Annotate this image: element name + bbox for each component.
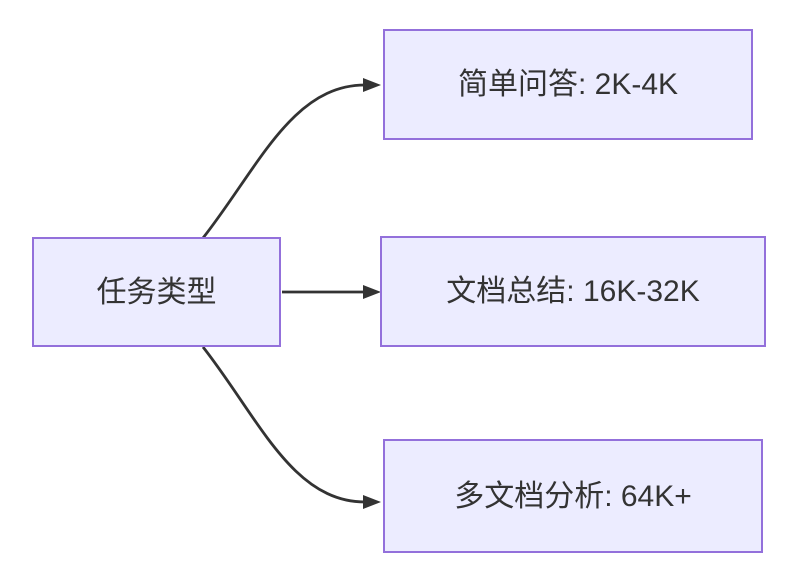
- node-simple-qa: 简单问答: 2K-4K: [383, 29, 753, 140]
- node-doc-summary: 文档总结: 16K-32K: [380, 236, 766, 347]
- node-doc-summary-label: 文档总结: 16K-32K: [446, 275, 700, 308]
- node-task-type-label: 任务类型: [96, 275, 217, 309]
- node-multi-doc: 多文档分析: 64K+: [383, 439, 763, 553]
- node-task-type: 任务类型: [32, 237, 281, 347]
- node-multi-doc-label: 多文档分析: 64K+: [454, 479, 692, 513]
- edge-task-to-simple-qa: [201, 78, 381, 239]
- node-simple-qa-label: 简单问答: 2K-4K: [457, 68, 679, 101]
- edge-task-to-multi-doc: [201, 346, 381, 509]
